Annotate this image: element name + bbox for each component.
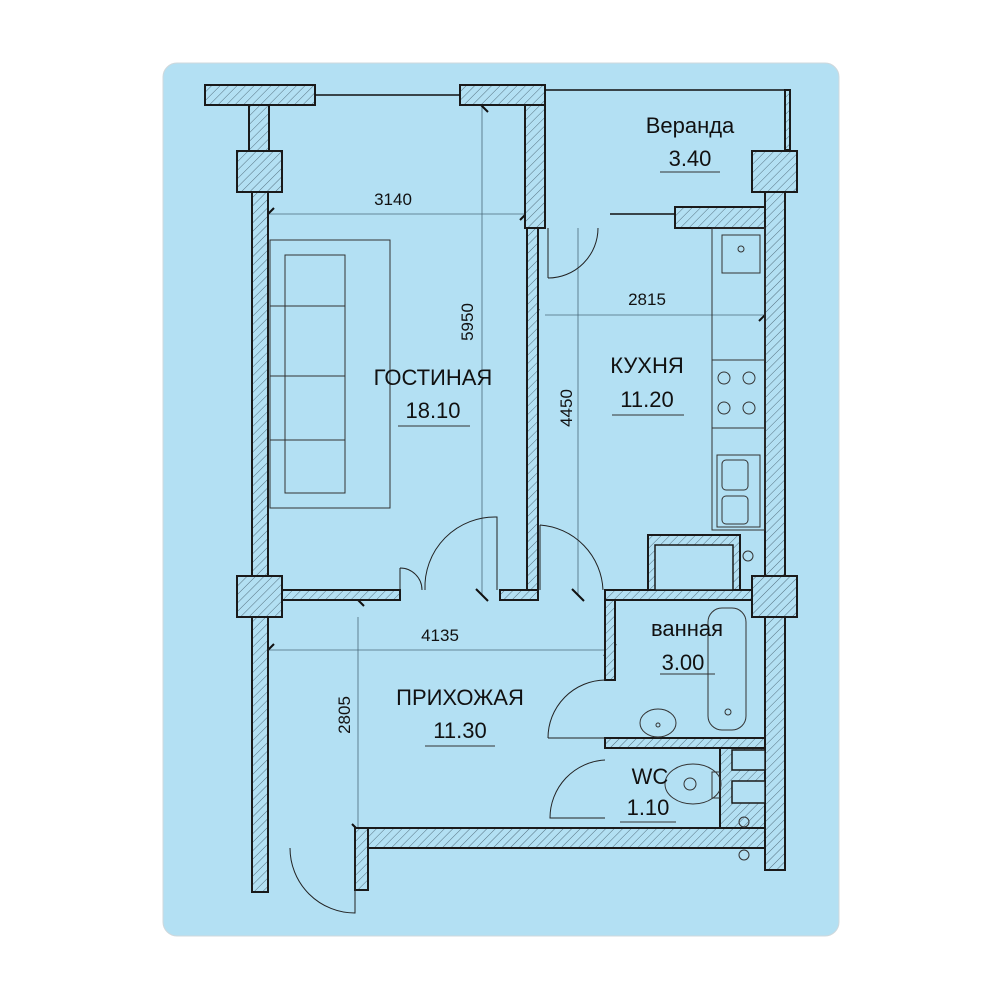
walls bbox=[204, 84, 798, 893]
toilet-icon bbox=[664, 763, 722, 805]
furniture bbox=[269, 227, 766, 861]
hallway-name: ПРИХОЖАЯ bbox=[396, 685, 524, 710]
stove-icon bbox=[711, 359, 766, 429]
living-width-dim: 3140 bbox=[374, 190, 412, 209]
bathroom-name: ванная bbox=[651, 616, 723, 641]
veranda-area: 3.40 bbox=[669, 146, 712, 171]
windows bbox=[315, 89, 785, 215]
bathroom-area: 3.00 bbox=[662, 650, 705, 675]
kitchen-length-dim: 4450 bbox=[557, 389, 576, 427]
kitchen-name: КУХНЯ bbox=[610, 353, 684, 378]
kitchen-width-dim: 2815 bbox=[628, 290, 666, 309]
hallway-area: 11.30 bbox=[433, 718, 486, 743]
kitchen-area: 11.20 bbox=[620, 387, 673, 412]
sofa-icon bbox=[269, 239, 391, 509]
plan-background bbox=[162, 62, 840, 937]
washbasin-icon bbox=[639, 708, 677, 738]
hall-length-dim: 2805 bbox=[335, 696, 354, 734]
living-room-area: 18.10 bbox=[405, 398, 460, 423]
sink-icon bbox=[716, 454, 761, 528]
dimension-labels: 3140 5950 2815 4450 4135 2805 bbox=[335, 190, 666, 734]
bathtub-icon bbox=[707, 607, 747, 731]
veranda-name: Веранда bbox=[646, 113, 735, 138]
living-length-dim: 5950 bbox=[458, 303, 477, 341]
doors bbox=[289, 227, 606, 914]
wc-area: 1.10 bbox=[627, 795, 670, 820]
living-room-name: ГОСТИНАЯ bbox=[374, 365, 493, 390]
room-labels: ГОСТИНАЯ 18.10 КУХНЯ 11.20 Веранда 3.40 … bbox=[374, 113, 735, 823]
wc-name: WC bbox=[632, 764, 669, 789]
hall-width-dim: 4135 bbox=[421, 626, 459, 645]
